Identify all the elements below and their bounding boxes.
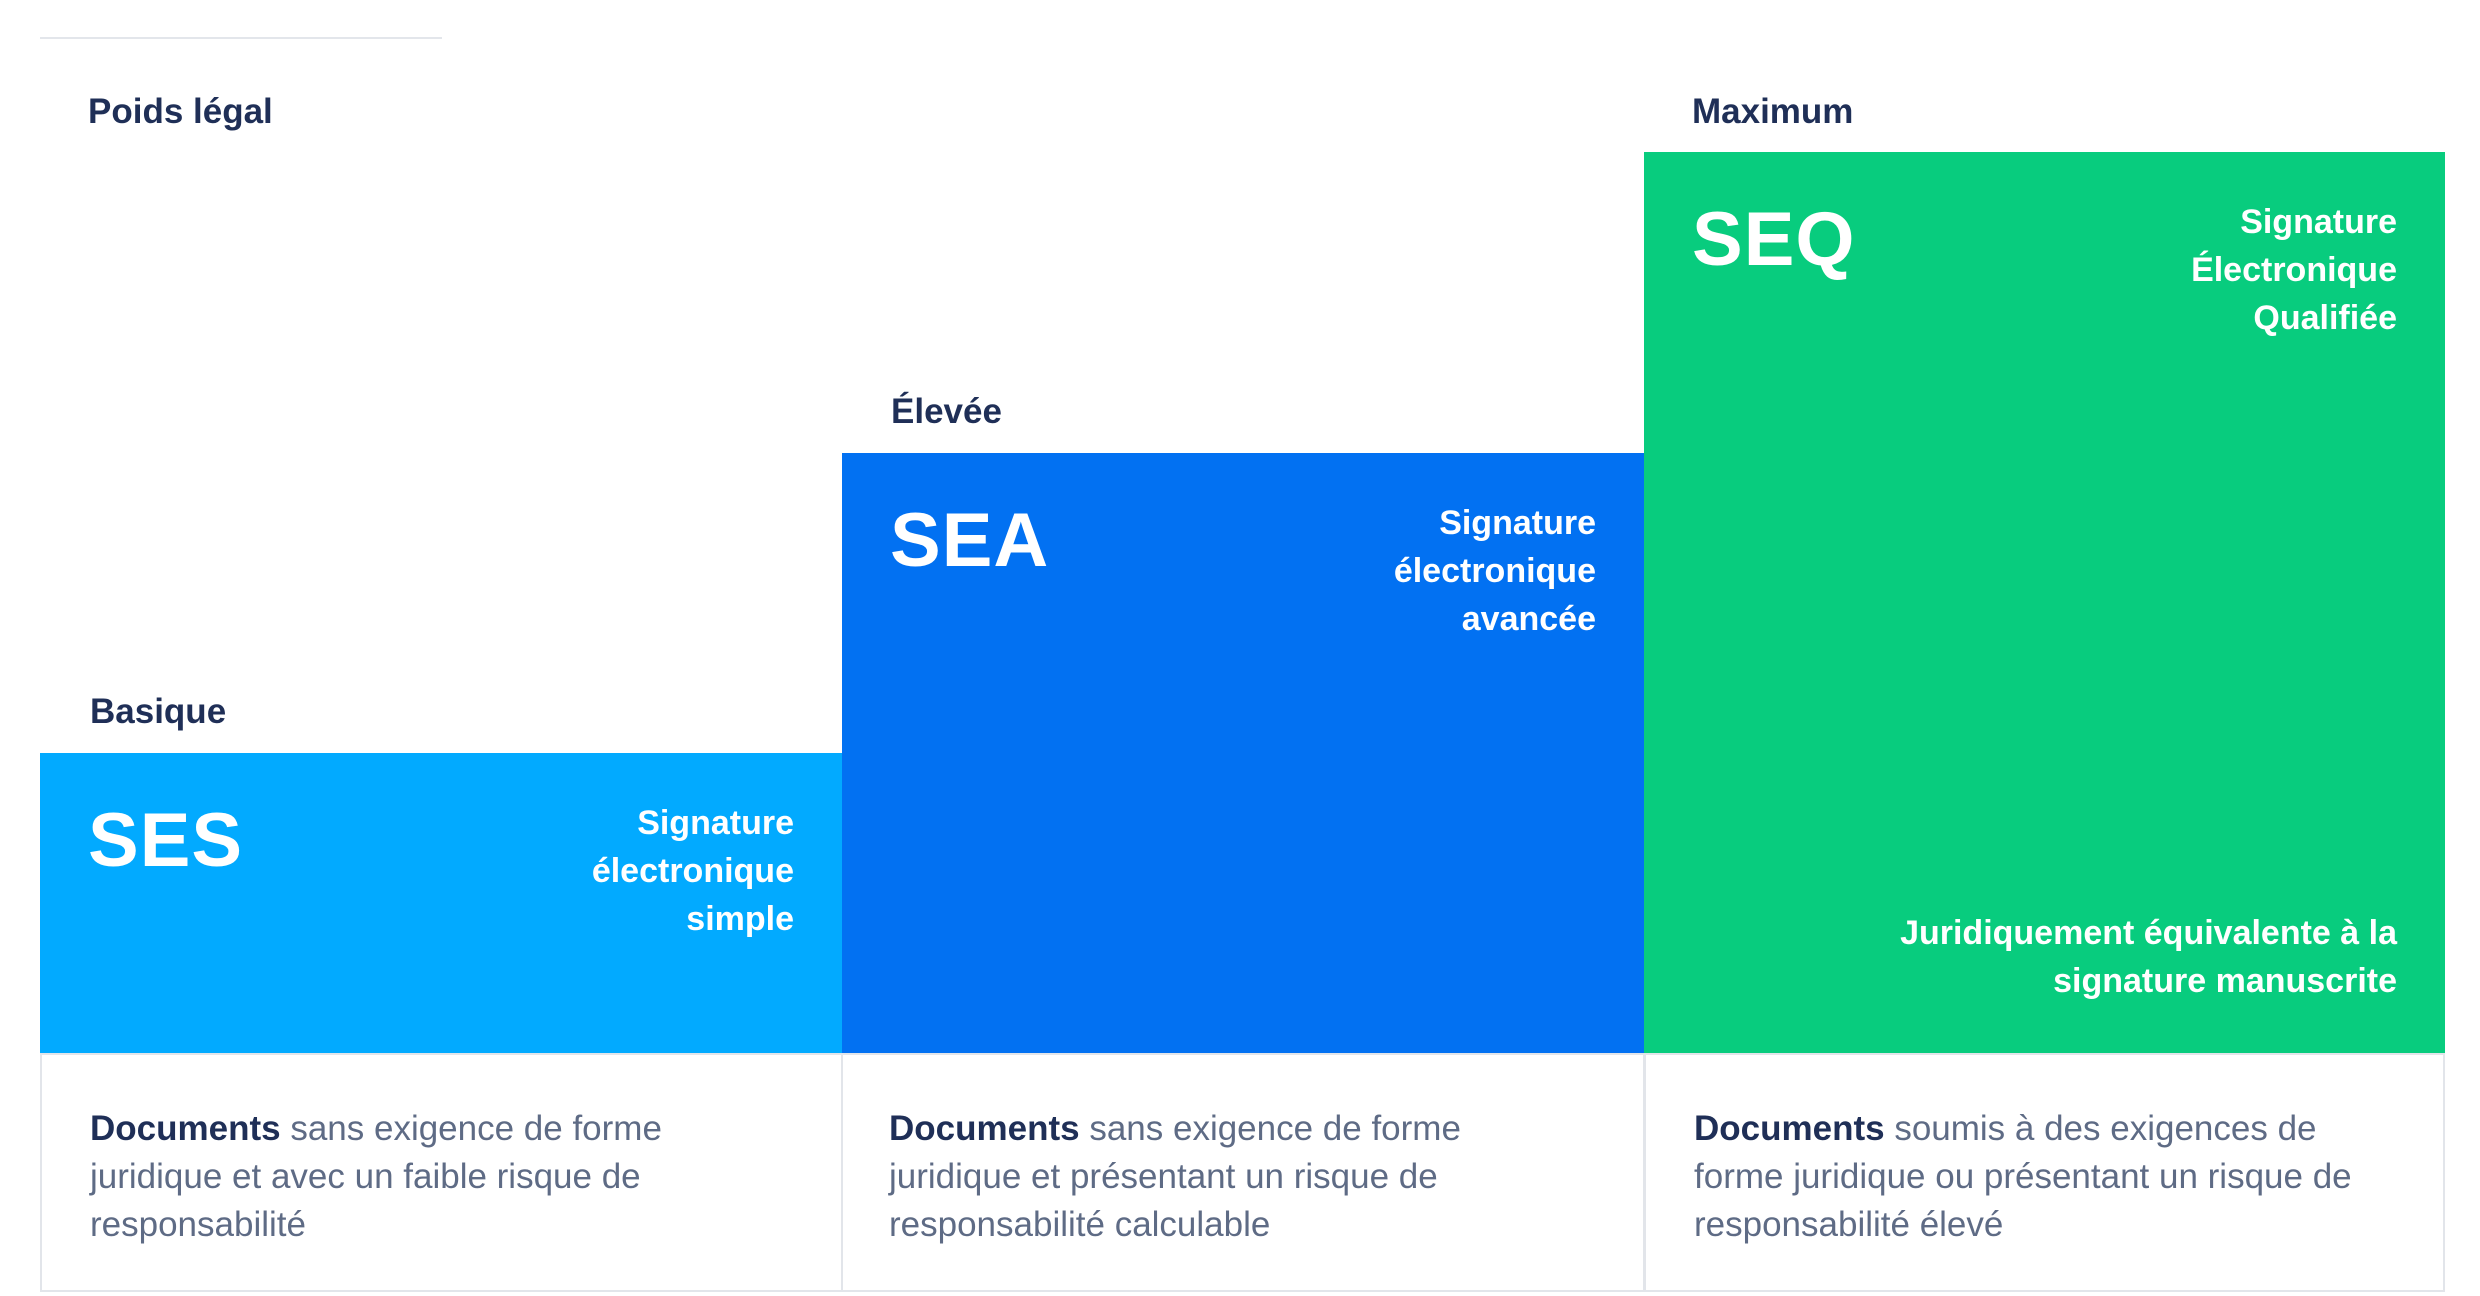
ses-name-line: Signature	[637, 804, 794, 842]
ses-name-line: électronique	[591, 852, 794, 890]
sea-block: SEA Signature électronique avancée	[842, 453, 1644, 1053]
level-high-label: Élevée	[891, 392, 1002, 431]
legal-weight-label: Poids légal	[88, 92, 273, 131]
seq-legal-equivalence-note: Juridiquement équivalente à la signature…	[1900, 914, 2397, 1000]
ses-description: Documents sans exigence de forme juridiq…	[40, 1053, 843, 1292]
seq-description-strong: Documents	[1694, 1109, 1885, 1148]
ses-name-line: simple	[686, 900, 794, 938]
sea-abbreviation: SEA	[890, 498, 1050, 583]
ses-description-text: sans exigence de forme juridique et avec…	[90, 1109, 662, 1244]
top-divider	[40, 37, 442, 39]
seq-description-text: soumis à des exigences de forme juridiqu…	[1694, 1109, 2352, 1244]
seq-abbreviation: SEQ	[1692, 197, 1856, 282]
sea-name-line: électronique	[1393, 552, 1596, 590]
seq-description: Documents soumis à des exigences de form…	[1644, 1053, 2445, 1292]
ses-full-name: Signature électronique simple	[494, 799, 794, 943]
level-basic-label: Basique	[90, 692, 227, 731]
sea-description-strong: Documents	[889, 1109, 1080, 1148]
sea-description: Documents sans exigence de forme juridiq…	[841, 1053, 1645, 1292]
ses-abbreviation: SES	[88, 798, 244, 883]
sea-name-line: avancée	[1461, 600, 1596, 638]
sea-name-line: Signature	[1439, 504, 1596, 542]
ses-block: SES Signature électronique simple	[40, 753, 842, 1053]
seq-name-line: Signature	[2240, 203, 2397, 241]
seq-full-name: Signature Électronique Qualifiée	[2097, 198, 2397, 342]
seq-block: SEQ Signature Électronique Qualifiée Jur…	[1644, 152, 2445, 1053]
seq-name-line: Qualifiée	[2253, 299, 2397, 337]
seq-name-line: Électronique	[2191, 251, 2397, 289]
ses-description-strong: Documents	[90, 1109, 281, 1148]
sea-description-text: sans exigence de forme juridique et prés…	[889, 1109, 1461, 1244]
level-max-label: Maximum	[1692, 92, 1854, 131]
sea-full-name: Signature électronique avancée	[1296, 499, 1596, 643]
